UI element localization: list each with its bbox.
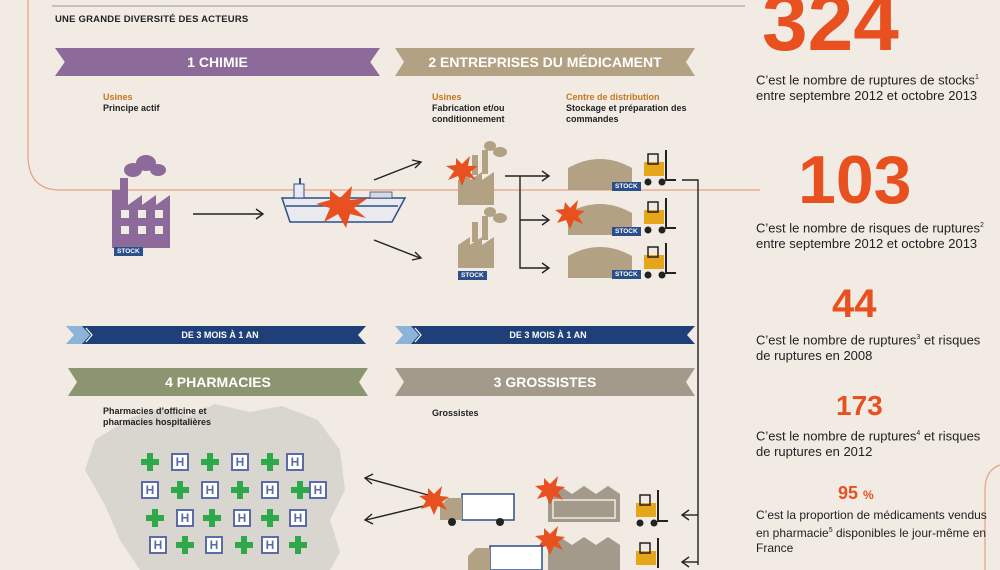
stat-value: 95 % <box>838 483 874 503</box>
frame-line <box>27 0 760 191</box>
pharmacy-cross-icon <box>261 453 279 471</box>
ribbon-title: 1 CHIMIE <box>187 54 248 70</box>
label-distrib-body: Stockage et préparation des commandes <box>566 103 687 124</box>
hospital-icon: H <box>286 453 304 471</box>
stock-tag: STOCK <box>612 182 641 191</box>
hospital-icon: H <box>141 481 159 499</box>
label-usines-head: Usines <box>432 92 462 102</box>
ribbon-title: 3 GROSSISTES <box>493 374 597 390</box>
pharmacy-cross-icon <box>231 481 249 499</box>
stat-value: 324 <box>762 0 899 68</box>
hospital-icon: H <box>171 453 189 471</box>
pharmacy-cross-icon <box>203 509 221 527</box>
delivery-truck-icon <box>440 493 515 526</box>
ribbon-title: 2 ENTREPRISES DU MÉDICAMENT <box>428 54 662 70</box>
pharma-factory-icon <box>458 207 507 268</box>
ribbon-entreprises: 2 ENTREPRISES DU MÉDICAMENT <box>395 48 695 76</box>
ribbon-grossistes: 3 GROSSISTES <box>395 368 695 396</box>
burst-ship <box>316 186 368 228</box>
stat-value: 173 <box>836 390 883 421</box>
wholesaler-warehouse-icon <box>548 486 620 570</box>
timeline-left <box>66 326 366 344</box>
forklift-icon <box>644 150 676 186</box>
forklift-icon <box>636 490 668 527</box>
ribbon-pharmacies: 4 PHARMACIES <box>68 368 368 396</box>
hospital-icon: H <box>289 509 307 527</box>
stat-value: 103 <box>798 142 912 218</box>
chemical-factory-icon <box>112 155 170 248</box>
forklift-icon <box>644 198 676 234</box>
pharmacy-cross-icon <box>289 536 307 554</box>
pharmacy-cross-icon <box>201 453 219 471</box>
stat-text: C’est le nombre de ruptures4 et risques … <box>756 428 981 460</box>
hospital-icon: H <box>261 536 279 554</box>
label-usines-head: Usines <box>103 92 133 102</box>
delivery-truck-icon <box>468 545 543 570</box>
pharmacy-cross-icon <box>146 509 164 527</box>
pharmacy-cross-icon <box>171 481 189 499</box>
hospital-icon: H <box>231 453 249 471</box>
ribbon-title: 4 PHARMACIES <box>165 374 271 390</box>
stock-tag: STOCK <box>458 271 487 280</box>
label-distrib-head: Centre de distribution <box>566 92 660 102</box>
timeline-right-label: DE 3 MOIS À 1 AN <box>509 330 587 340</box>
burst-truck <box>419 486 449 515</box>
frame-line-right <box>984 464 1000 570</box>
hospital-icon: H <box>176 509 194 527</box>
pharmacy-cross-icon <box>176 536 194 554</box>
forklift-icon <box>644 243 676 279</box>
stock-tag: STOCK <box>612 227 641 236</box>
stat-text: C’est le nombre de ruptures3 et risques … <box>756 332 981 364</box>
pharmacy-cross-icon <box>235 536 253 554</box>
pharmacy-cross-icon <box>291 481 309 499</box>
label-pharmacies-body: Pharmacies d’officine et pharmacies hosp… <box>103 406 212 427</box>
hospital-icon: H <box>261 481 279 499</box>
timeline-right <box>395 326 695 344</box>
label-usines-body: Fabrication et/ou conditionnement <box>432 103 505 124</box>
stat-text: C’est le nombre de risques de ruptures2 … <box>756 220 984 252</box>
label-grossistes-body: Grossistes <box>432 408 479 418</box>
hospital-icon: H <box>309 481 327 499</box>
section-subtitle: UNE GRANDE DIVERSITÉ DES ACTEURS <box>55 14 249 25</box>
stock-tag: STOCK <box>612 270 641 279</box>
stock-tag: STOCK <box>114 247 143 256</box>
pharma-factory-icon <box>458 141 507 205</box>
hospital-icon: H <box>233 509 251 527</box>
pharmacy-cross-icon <box>141 453 159 471</box>
burst-wholesaler <box>535 526 565 555</box>
forklift-icon <box>636 538 659 568</box>
burst-wholesaler <box>535 476 565 505</box>
label-usines-body: Principe actif <box>103 103 160 113</box>
stat-text: C’est le nombre de ruptures de stocks1 e… <box>756 72 979 104</box>
stat-text: C’est la proportion de médicaments vendu… <box>756 508 987 555</box>
timeline-left-label: DE 3 MOIS À 1 AN <box>181 330 259 340</box>
hospital-icon: H <box>149 536 167 554</box>
hospital-icon: H <box>205 536 223 554</box>
burst-warehouse <box>555 200 585 229</box>
hospital-icon: H <box>201 481 219 499</box>
burst-factory <box>446 156 478 186</box>
pharmacy-cross-icon <box>261 509 279 527</box>
ribbon-chimie: 1 CHIMIE <box>55 48 380 76</box>
stat-value: 44 <box>832 282 877 326</box>
